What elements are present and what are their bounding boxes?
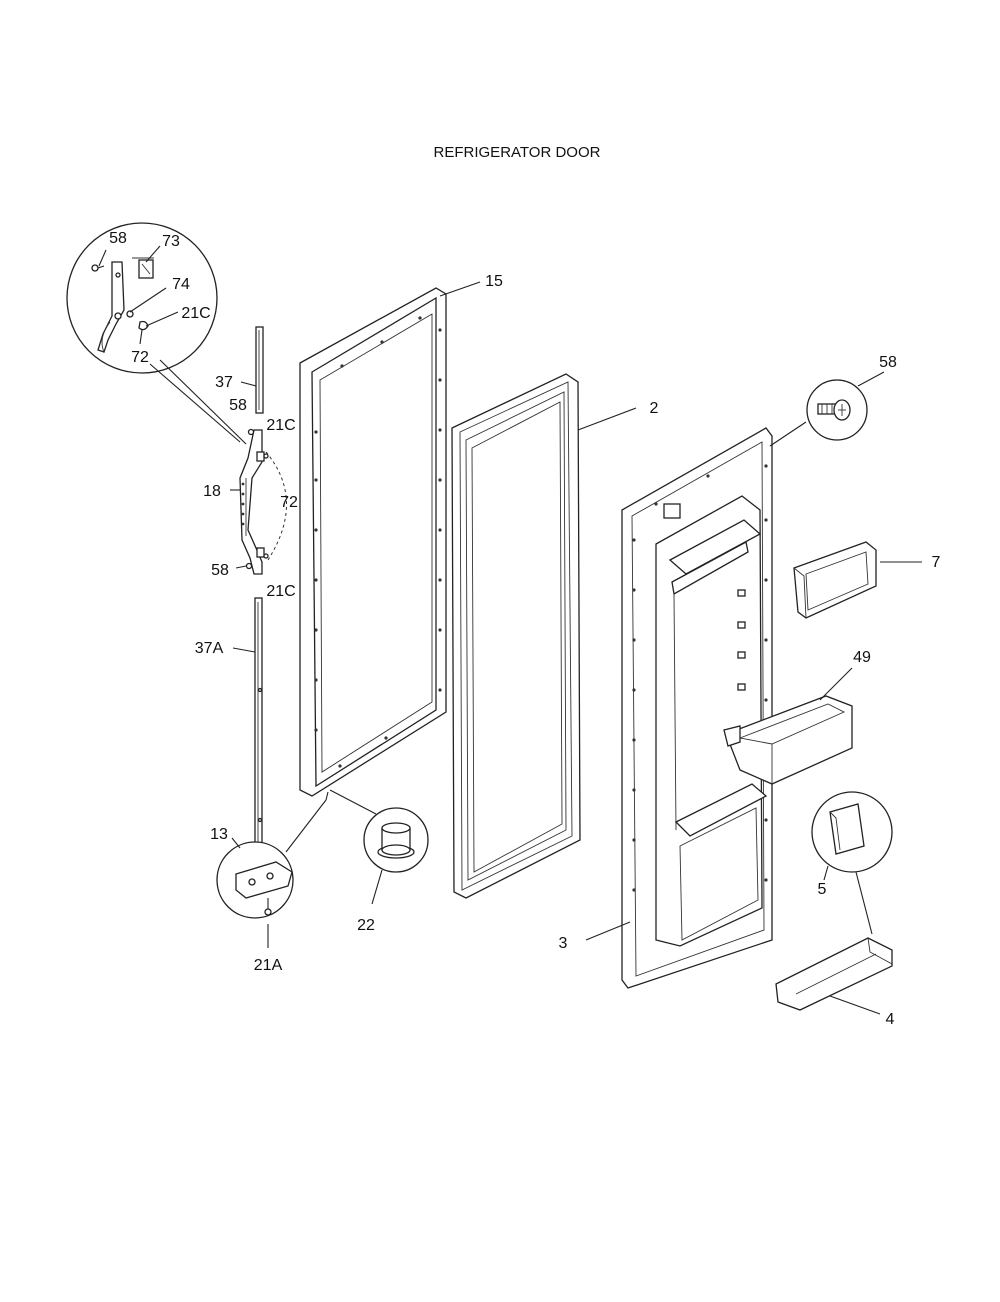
callout-49: 49	[853, 649, 871, 666]
callout-58-handle-top: 58	[229, 397, 247, 414]
inner-liner-3	[621, 427, 773, 989]
cap-22-detail-circle	[363, 807, 429, 873]
callout-13: 13	[210, 826, 228, 843]
diagram-title: REFRIGERATOR DOOR	[434, 144, 601, 161]
callout-58-right: 58	[879, 354, 897, 371]
hinge-detail-circle	[66, 222, 218, 374]
callout-21c-detail: 21C	[181, 305, 210, 322]
cam-5-detail-circle	[811, 791, 893, 873]
callout-21a: 21A	[254, 957, 283, 974]
callout-72-handle: 72	[280, 494, 298, 511]
callout-22: 22	[357, 917, 375, 934]
callout-15: 15	[485, 273, 503, 290]
part-74-washer	[126, 310, 134, 318]
door-bin-7	[793, 541, 877, 619]
handle-18	[239, 428, 287, 575]
callout-58-handle-bottom: 58	[211, 562, 229, 579]
callout-73: 73	[162, 233, 180, 250]
door-shelf-49	[723, 695, 853, 785]
callout-37a: 37A	[195, 640, 224, 657]
screw-58-detail-circle	[806, 379, 868, 441]
callout-21c-bottom: 21C	[266, 583, 295, 600]
callout-2: 2	[650, 400, 659, 417]
callout-21c-top: 21C	[266, 417, 295, 434]
callout-7: 7	[932, 554, 941, 571]
callout-74: 74	[172, 276, 190, 293]
outer-door-15	[299, 287, 447, 797]
callout-58-top: 58	[109, 230, 127, 247]
callout-5: 5	[818, 881, 827, 898]
trim-37	[255, 326, 264, 414]
callout-3: 3	[559, 935, 568, 952]
trim-37a	[254, 597, 263, 851]
callout-18: 18	[203, 483, 221, 500]
bracket-4	[775, 937, 893, 1011]
gasket-2	[451, 373, 581, 899]
hinge-13-detail-circle	[216, 841, 294, 919]
callout-37: 37	[215, 374, 233, 391]
screw-58-detail	[91, 264, 105, 272]
part-72-clip	[138, 320, 149, 331]
callout-4: 4	[886, 1011, 895, 1028]
callout-72-detail: 72	[131, 349, 149, 366]
